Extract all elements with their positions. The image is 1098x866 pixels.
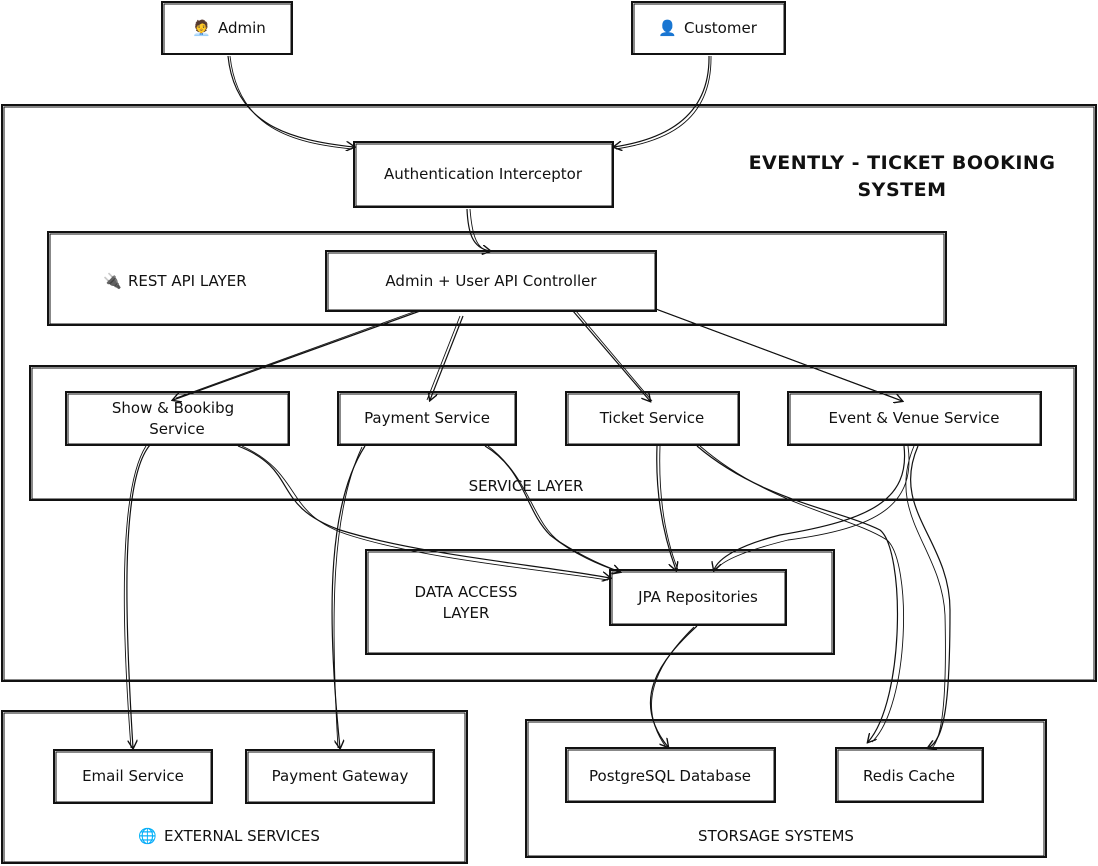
jpa-repositories-label: JPA Repositories (637, 588, 758, 606)
admin-actor[interactable]: 🧑‍💼 Admin (161, 1, 293, 55)
globe-icon: 🌐 (138, 827, 157, 845)
customer-person-icon: 👤 (658, 19, 677, 37)
payment-gateway-node[interactable]: Payment Gateway (245, 749, 435, 804)
api-controller-node[interactable]: Admin + User API Controller (325, 250, 657, 312)
service-layer-label: SERVICE LAYER (469, 477, 584, 495)
redis-node[interactable]: Redis Cache (835, 747, 984, 803)
external-services-label: EXTERNAL SERVICES (164, 827, 320, 845)
rest-api-layer-label: REST API LAYER (128, 272, 247, 290)
jpa-repositories-node[interactable]: JPA Repositories (609, 569, 787, 626)
ticket-service-node[interactable]: Ticket Service (565, 391, 740, 446)
data-access-layer-label-line1: DATA ACCESS (415, 583, 518, 601)
payment-service-label: Payment Service (364, 409, 490, 427)
postgresql-label: PostgreSQL Database (589, 767, 751, 785)
authentication-interceptor-node[interactable]: Authentication Interceptor (353, 141, 614, 208)
edge-ticket-to-jpa (656, 445, 676, 570)
diagram-title-line2: SYSTEM (858, 179, 947, 201)
email-service-node[interactable]: Email Service (53, 749, 213, 804)
edge-event-to-jpa (714, 445, 906, 570)
admin-label: Admin (218, 19, 266, 37)
postgresql-node[interactable]: PostgreSQL Database (565, 747, 776, 803)
edge-show-to-email (126, 444, 151, 748)
plug-icon: 🔌 (103, 272, 122, 290)
payment-service-node[interactable]: Payment Service (337, 391, 517, 446)
edge-jpa-to-postgres (649, 625, 698, 747)
customer-label: Customer (684, 19, 758, 37)
email-service-label: Email Service (82, 767, 184, 785)
edge-payment-to-jpa (484, 445, 620, 572)
edge-controller-to-ticket (572, 310, 650, 401)
edge-admin-to-auth (227, 55, 354, 147)
storage-systems-label: STORSAGE SYSTEMS (698, 827, 854, 845)
edge-event-to-redis (909, 445, 951, 748)
show-booking-service-label-line2: Service (149, 420, 204, 438)
show-booking-service-node[interactable]: Show & Bookibg Service (65, 391, 290, 446)
diagram-title-line1: EVENTLY - TICKET BOOKING (749, 152, 1056, 174)
authentication-interceptor-label: Authentication Interceptor (384, 165, 583, 183)
ticket-service-label: Ticket Service (599, 409, 705, 427)
edge-controller-to-payment (430, 315, 464, 400)
customer-actor[interactable]: 👤 Customer (631, 1, 786, 55)
redis-label: Redis Cache (863, 767, 955, 785)
event-venue-service-label: Event & Venue Service (829, 409, 1000, 427)
edge-controller-to-show (173, 310, 421, 400)
edge-customer-to-auth (614, 55, 710, 147)
edges (123, 55, 951, 748)
payment-gateway-label: Payment Gateway (272, 767, 409, 785)
edge-show-to-jpa (237, 445, 610, 578)
api-controller-label: Admin + User API Controller (385, 272, 597, 290)
admin-person-icon: 🧑‍💼 (192, 18, 211, 37)
event-venue-service-node[interactable]: Event & Venue Service (787, 391, 1042, 446)
show-booking-service-label-line1: Show & Bookibg (112, 399, 234, 417)
data-access-layer-label-line2: LAYER (443, 604, 490, 622)
